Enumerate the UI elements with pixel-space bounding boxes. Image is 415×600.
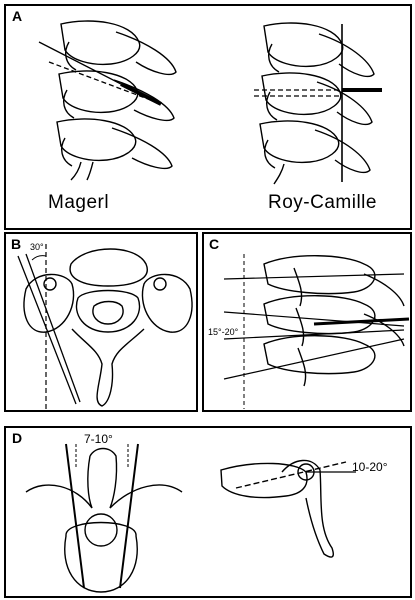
panel-a: A Magerl bbox=[4, 4, 412, 230]
panel-c-label: C bbox=[209, 236, 220, 252]
axial-vertebra-illustration bbox=[17, 244, 193, 410]
roy-camille-caption: Roy-Camille bbox=[268, 192, 377, 213]
panel-d-angle-left: 7-10° bbox=[84, 432, 113, 446]
panel-b-label: B bbox=[11, 236, 22, 252]
panel-a-label: A bbox=[12, 8, 23, 24]
panel-c-angle-label: 15°-20° bbox=[208, 327, 239, 337]
panel-d-angle-right: 10-20° bbox=[352, 460, 388, 474]
roy-camille-spine-illustration bbox=[254, 22, 382, 185]
panel-c: C 15°-20° bbox=[202, 232, 412, 412]
magerl-spine-illustration bbox=[38, 20, 177, 181]
panel-b-angle-label: 30° bbox=[30, 242, 44, 252]
lateral-spine-illustration bbox=[223, 254, 410, 409]
magerl-caption: Magerl bbox=[48, 192, 110, 213]
panel-d-label: D bbox=[12, 430, 23, 446]
panel-b: B 30° bbox=[4, 232, 198, 412]
lumbar-vertebra-illustration bbox=[25, 443, 356, 593]
panel-d: D 7-10° 10-20° bbox=[4, 426, 412, 598]
